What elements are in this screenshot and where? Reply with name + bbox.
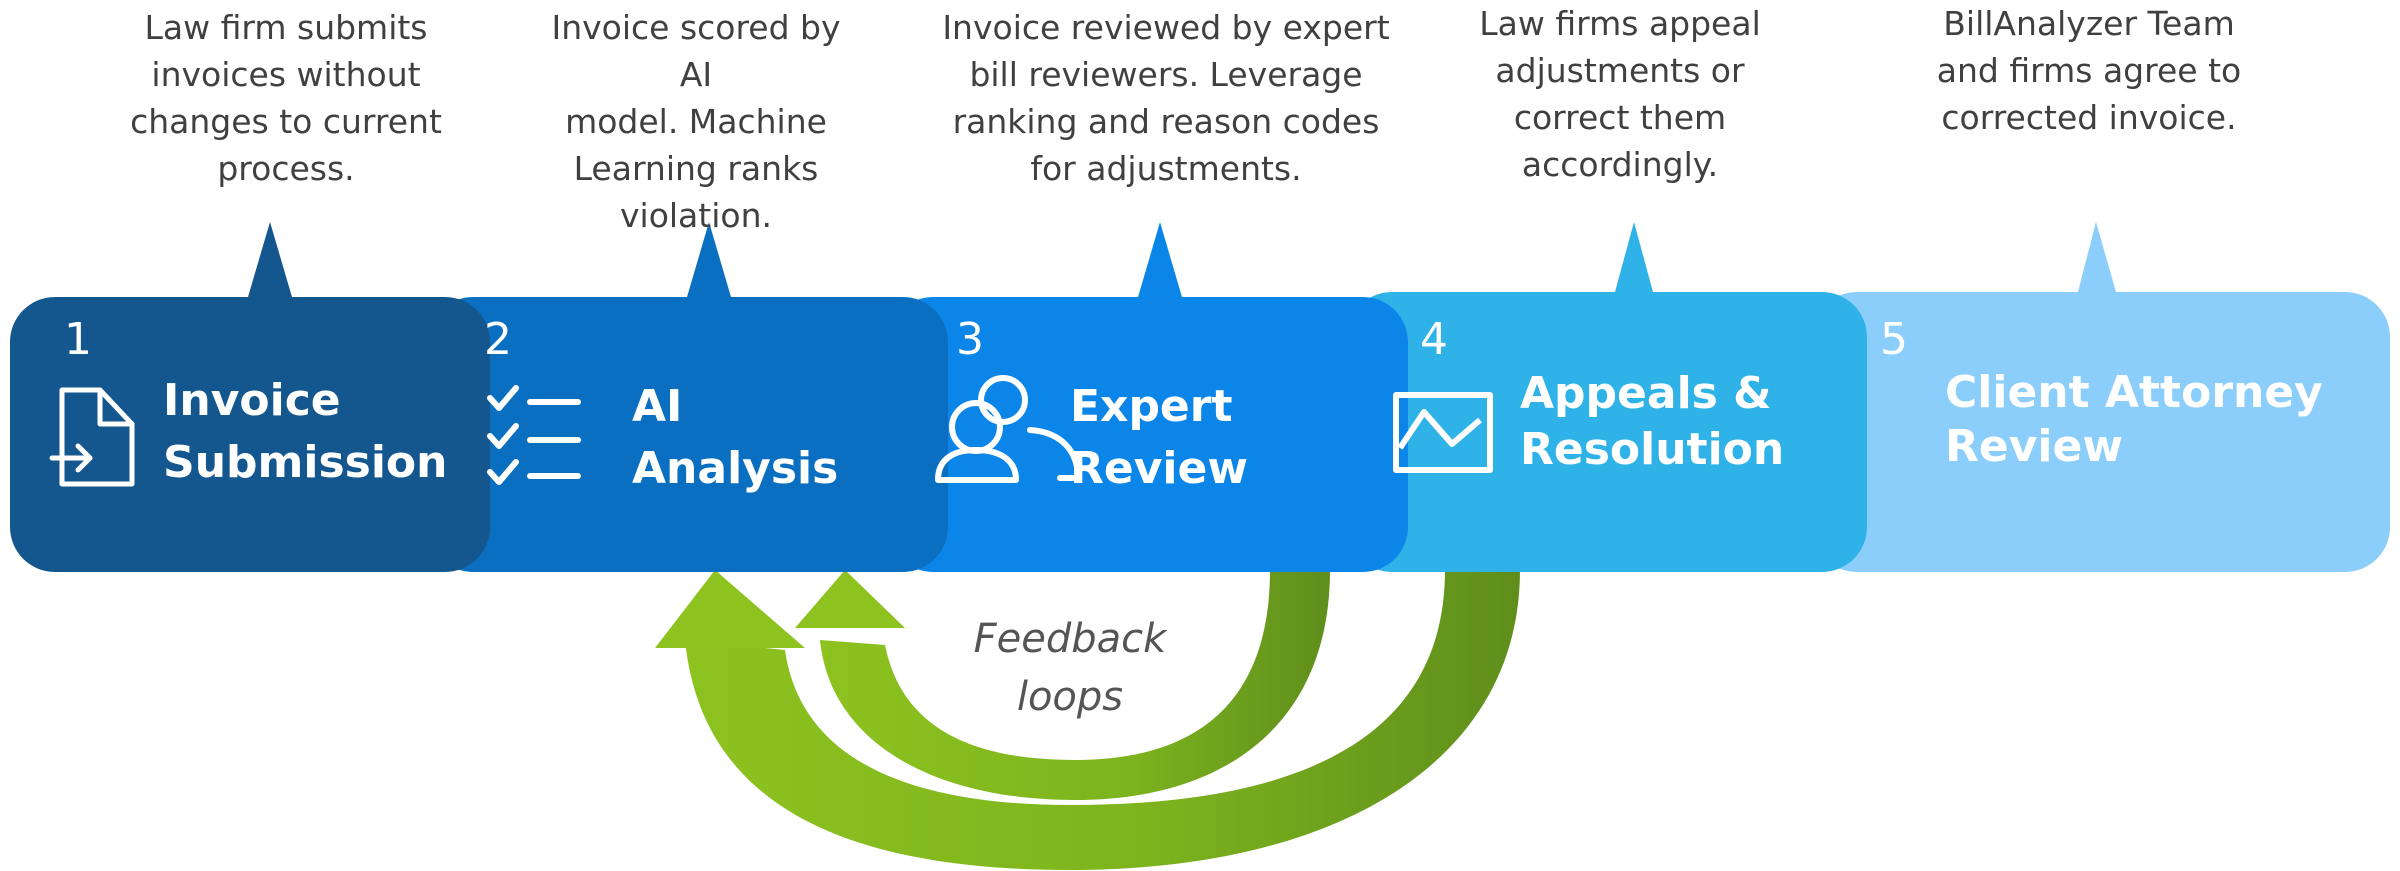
feedback-arrow-outer	[655, 570, 1520, 870]
document-import-icon	[49, 387, 135, 487]
step-1-description: Law firm submits invoices without change…	[130, 8, 442, 188]
feedback-arrow-inner	[795, 570, 1330, 800]
step-5-block	[1812, 222, 2390, 572]
step-4-title: Appeals & Resolution	[1520, 368, 1785, 475]
step-3-title: Expert Review	[1070, 381, 1248, 494]
step-1-number: 1	[64, 314, 92, 365]
step-2-description: Invoice scored by AI model. Machine Lear…	[551, 8, 841, 235]
step-4-block	[1347, 222, 1867, 572]
step-3-block	[888, 222, 1408, 572]
step-3-description: Invoice reviewed by expert bill reviewer…	[942, 8, 1390, 188]
checklist-icon	[487, 385, 581, 485]
step-4-description: Law firms appeal adjustments or correct …	[1479, 4, 1761, 184]
step-3-number: 3	[956, 314, 984, 365]
step-4-number: 4	[1420, 314, 1448, 365]
line-chart-icon	[1393, 392, 1493, 473]
people-icon	[935, 375, 1081, 483]
step-2-block	[428, 222, 948, 572]
step-2-number: 2	[484, 314, 512, 365]
step-2-title: AI Analysis	[632, 381, 839, 494]
feedback-loops-label: Feedback loops	[973, 616, 1167, 720]
step-5-number: 5	[1880, 314, 1908, 365]
step-5-description: BillAnalyzer Team and firms agree to cor…	[1936, 4, 2242, 137]
step-5-title: Client Attorney Review	[1945, 367, 2323, 472]
step-1-title: Invoice Submission	[163, 375, 448, 488]
step-1-block	[10, 222, 490, 572]
